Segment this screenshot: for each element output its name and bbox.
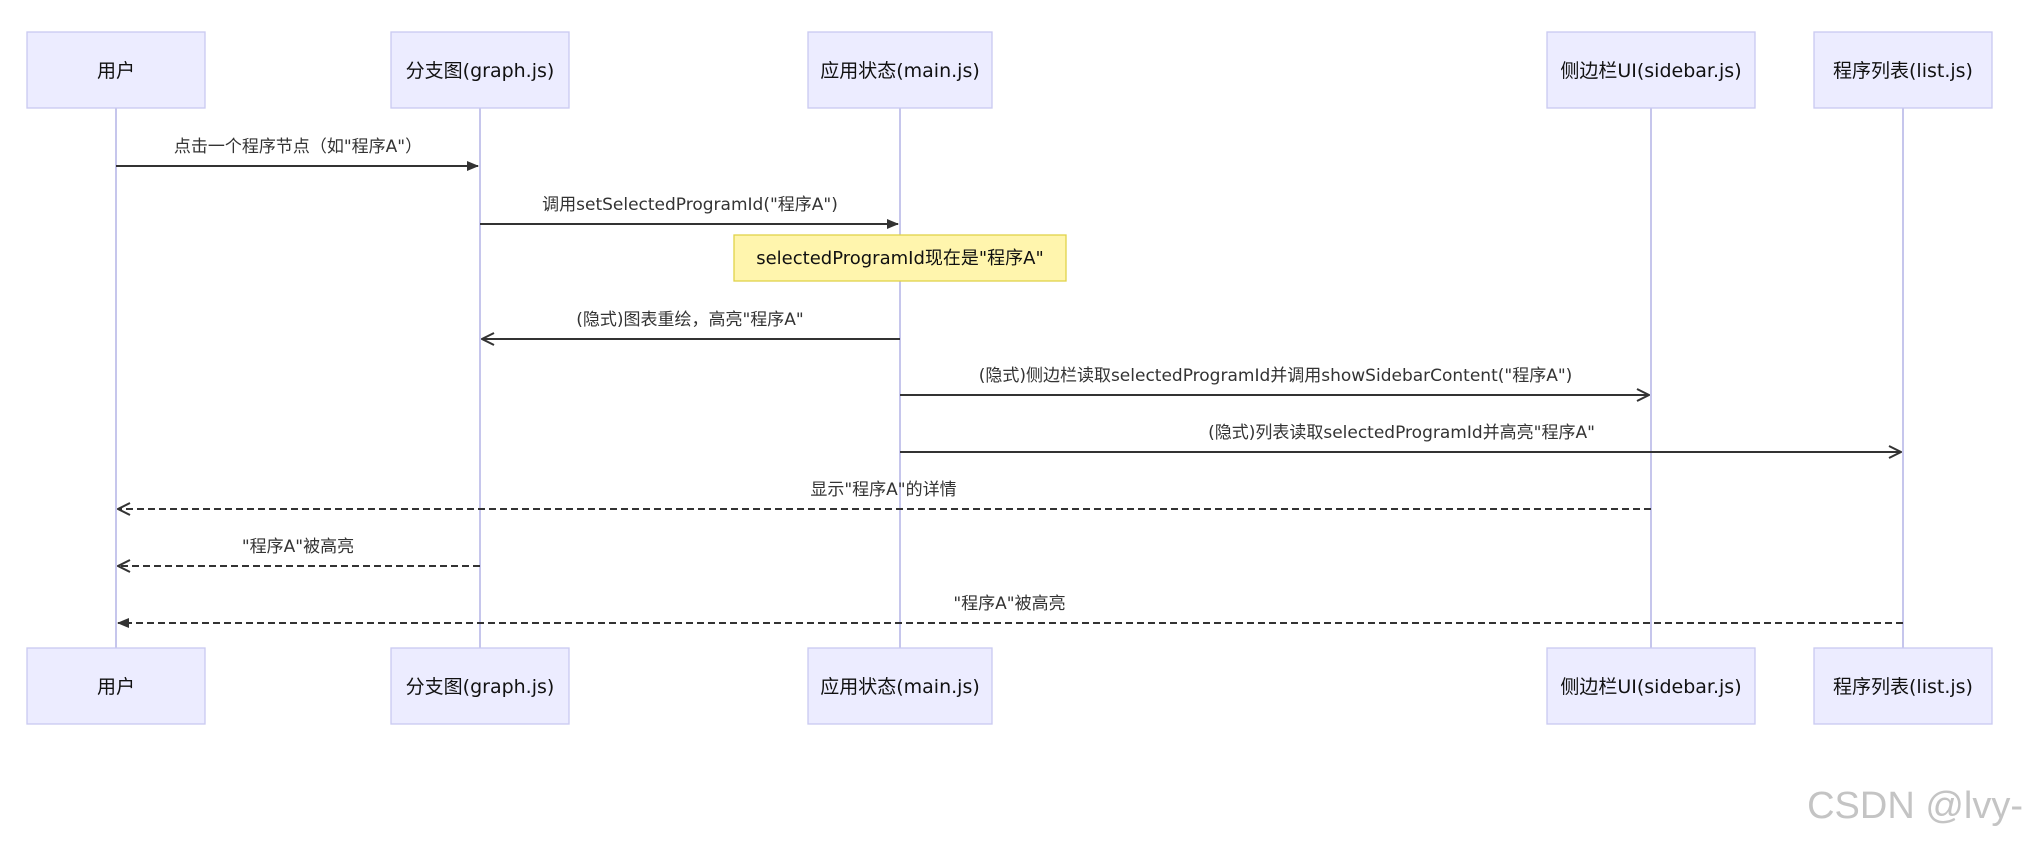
message-label: (隐式)列表读取selectedProgramId并高亮"程序A"	[1208, 423, 1595, 443]
participant-label: 用户	[97, 60, 135, 82]
participant-box	[1546, 647, 1756, 725]
participant-state-bottom: 应用状态(main.js)	[807, 647, 993, 725]
note-text: selectedProgramId现在是"程序A"	[756, 248, 1044, 269]
participant-label: 分支图(graph.js)	[406, 676, 555, 698]
participant-list-top: 程序列表(list.js)	[1813, 31, 1993, 109]
participant-label: 程序列表(list.js)	[1833, 676, 1973, 698]
message-label: "程序A"被高亮	[953, 594, 1065, 614]
note-box	[733, 234, 1067, 282]
participant-label: 用户	[97, 676, 135, 698]
note-selected-program: selectedProgramId现在是"程序A"	[733, 234, 1067, 282]
message-7: "程序A"被高亮	[118, 537, 480, 566]
participant-box	[390, 31, 570, 109]
message-4: (隐式)侧边栏读取selectedProgramId并调用showSidebar…	[900, 366, 1649, 395]
message-8: "程序A"被高亮	[117, 594, 1903, 628]
participant-label: 分支图(graph.js)	[406, 60, 555, 82]
participant-box	[807, 31, 993, 109]
participant-list-bottom: 程序列表(list.js)	[1813, 647, 1993, 725]
participant-label: 程序列表(list.js)	[1833, 60, 1973, 82]
participant-sidebar-bottom: 侧边栏UI(sidebar.js)	[1546, 647, 1756, 725]
message-3: (隐式)图表重绘，高亮"程序A"	[482, 310, 900, 339]
message-label: 调用setSelectedProgramId("程序A")	[542, 195, 838, 215]
message-2: 调用setSelectedProgramId("程序A")	[480, 195, 899, 229]
participant-label: 应用状态(main.js)	[820, 60, 980, 82]
participant-label: 侧边栏UI(sidebar.js)	[1560, 676, 1741, 698]
participant-user-top: 用户	[26, 31, 206, 109]
message-6: 显示"程序A"的详情	[118, 480, 1651, 509]
message-5: (隐式)列表读取selectedProgramId并高亮"程序A"	[900, 423, 1901, 452]
participant-sidebar-top: 侧边栏UI(sidebar.js)	[1546, 31, 1756, 109]
participant-box	[1813, 647, 1993, 725]
message-label: (隐式)侧边栏读取selectedProgramId并调用showSidebar…	[979, 366, 1573, 386]
watermark: CSDN @lvy-	[1807, 785, 2023, 827]
participant-graph-bottom: 分支图(graph.js)	[390, 647, 570, 725]
participant-box	[1813, 31, 1993, 109]
participant-label: 应用状态(main.js)	[820, 676, 980, 698]
participant-box	[807, 647, 993, 725]
message-label: 显示"程序A"的详情	[810, 480, 956, 500]
participant-label: 侧边栏UI(sidebar.js)	[1560, 60, 1741, 82]
participant-graph-top: 分支图(graph.js)	[390, 31, 570, 109]
participant-box	[1546, 31, 1756, 109]
message-1: 点击一个程序节点（如"程序A"）	[116, 137, 479, 171]
participant-user-bottom: 用户	[26, 647, 206, 725]
participant-box	[390, 647, 570, 725]
participant-box	[26, 647, 206, 725]
message-label: (隐式)图表重绘，高亮"程序A"	[576, 310, 804, 330]
message-label: 点击一个程序节点（如"程序A"）	[174, 137, 422, 157]
participant-box	[26, 31, 206, 109]
message-label: "程序A"被高亮	[242, 537, 354, 557]
participant-state-top: 应用状态(main.js)	[807, 31, 993, 109]
